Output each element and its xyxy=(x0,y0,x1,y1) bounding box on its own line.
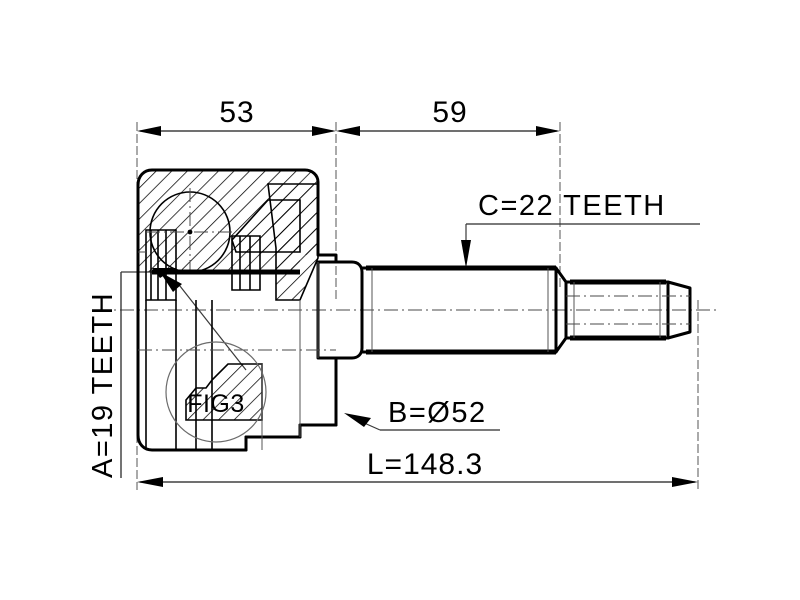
fig3-detail-circle xyxy=(165,341,267,443)
inner-teeth-label: A=19 TEETH xyxy=(87,292,119,478)
shaft-assembly xyxy=(334,260,692,360)
fig3-label: FIG3 xyxy=(187,390,245,418)
dimension-53: 53 xyxy=(137,96,336,136)
dimension-53-label: 53 xyxy=(219,96,254,129)
dimension-overall-length: L=148.3 xyxy=(137,448,698,487)
overall-length-label: L=148.3 xyxy=(367,448,483,481)
outer-teeth-label: C=22 TEETH xyxy=(478,190,666,222)
joint-housing: FIG3 xyxy=(136,168,338,452)
diameter-callout: B=Ø52 xyxy=(344,397,500,431)
outer-teeth-callout: C=22 TEETH xyxy=(461,190,700,268)
diameter-label: B=Ø52 xyxy=(388,397,487,429)
dimension-59: 59 xyxy=(336,96,560,136)
dimension-59-label: 59 xyxy=(432,96,467,129)
